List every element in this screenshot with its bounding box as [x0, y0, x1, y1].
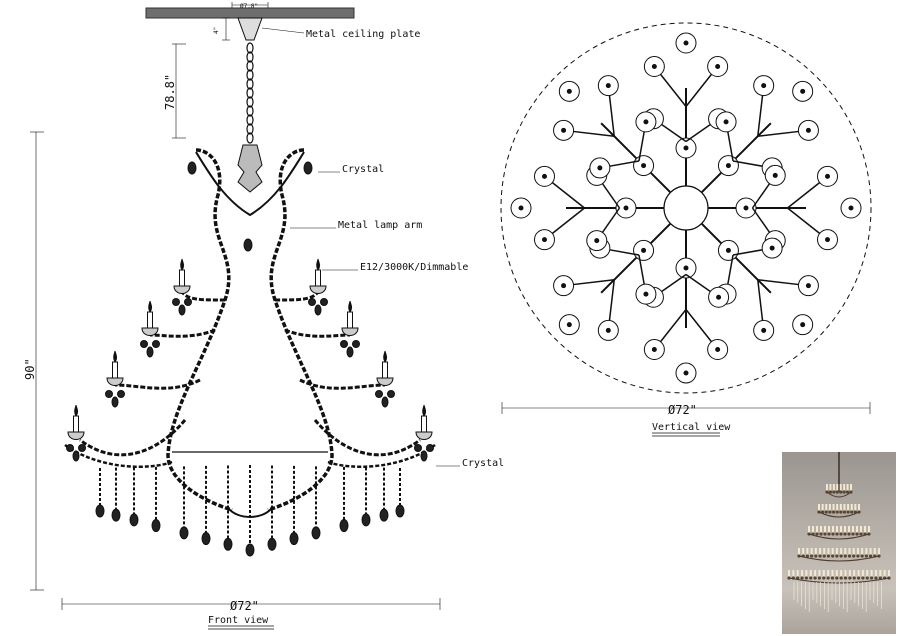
- crystal-pendant: [243, 238, 253, 252]
- crystal-pendant: [311, 526, 321, 540]
- crystal-pendant: [245, 543, 255, 557]
- chain-link: [246, 51, 254, 63]
- crystal-pendant: [129, 513, 139, 527]
- crystal-pendant: [339, 519, 349, 533]
- crystal-pendant: [361, 513, 371, 527]
- top-width-dim: Ø72": [668, 403, 697, 417]
- chain-link: [246, 42, 254, 54]
- chain-link: [246, 60, 254, 72]
- vertical-view-drawing: [500, 22, 872, 437]
- metal-lamp-arm-label: Metal lamp arm: [338, 220, 422, 231]
- candle: [172, 258, 192, 316]
- overall-height-dim: 90": [23, 358, 37, 380]
- crystal-pendant: [95, 504, 105, 518]
- crystal-pendant: [267, 537, 277, 551]
- chain-length-dim: 78.8": [163, 74, 177, 110]
- ceiling-plate-label: Metal ceiling plate: [306, 29, 420, 40]
- bulb-spec-label: E12/3000K/Dimmable: [360, 262, 468, 273]
- hanging-chain: [246, 42, 254, 144]
- top-view-arms: [510, 32, 862, 384]
- crystal-pendant: [111, 508, 121, 522]
- crystal-top-label: Crystal: [342, 164, 384, 175]
- vertical-view-title: Vertical view: [652, 422, 731, 433]
- chain-link: [246, 69, 254, 81]
- crystal-pendant: [201, 532, 211, 546]
- candle: [66, 404, 86, 462]
- front-view-drawing: [30, 2, 460, 630]
- arm-right-3: [299, 378, 386, 390]
- center-hub: [663, 185, 709, 231]
- arm-right-2: [284, 328, 351, 338]
- outer-boundary: [500, 22, 872, 394]
- chain-link: [246, 114, 254, 126]
- front-view-title: Front view: [208, 615, 269, 626]
- crystal-pendant: [289, 532, 299, 546]
- crystal-pendant: [179, 526, 189, 540]
- crystal-bottom-label: Crystal: [462, 458, 504, 469]
- chain-link: [246, 132, 254, 144]
- ceiling-plate-diameter: Ø7.8": [240, 3, 258, 10]
- photo-chandelier: [787, 484, 891, 612]
- crystal-drops: [95, 161, 405, 557]
- candle: [308, 258, 328, 316]
- top-cup: [195, 151, 305, 217]
- candle: [140, 300, 160, 358]
- plate-height-dim: 4": [213, 27, 220, 34]
- crystal-pendant: [303, 161, 313, 175]
- crystal-pendant: [379, 508, 389, 522]
- frame-left: [166, 148, 233, 512]
- chain-link: [246, 96, 254, 108]
- crystal-pendant: [395, 504, 405, 518]
- chain-link: [246, 105, 254, 117]
- candle: [375, 350, 395, 408]
- candle: [105, 350, 125, 408]
- candle-lamps: [66, 258, 434, 462]
- center-finial: [237, 144, 263, 193]
- arm-left-4: [79, 419, 187, 457]
- chain-link: [246, 78, 254, 90]
- crystal-pendant: [187, 161, 197, 175]
- ceiling-plate: [237, 17, 263, 41]
- crystal-pendant: [151, 519, 161, 533]
- candle: [340, 300, 360, 358]
- frame-right: [267, 148, 334, 512]
- chain-link: [246, 87, 254, 99]
- front-width-dim: Ø72": [230, 599, 259, 613]
- chain-link: [246, 123, 254, 135]
- candle: [414, 404, 434, 462]
- crystal-pendant: [223, 537, 233, 551]
- arm-left-2: [149, 328, 216, 338]
- product-photo: [782, 452, 896, 634]
- arm-right-4: [313, 419, 421, 457]
- arm-left-3: [114, 378, 201, 390]
